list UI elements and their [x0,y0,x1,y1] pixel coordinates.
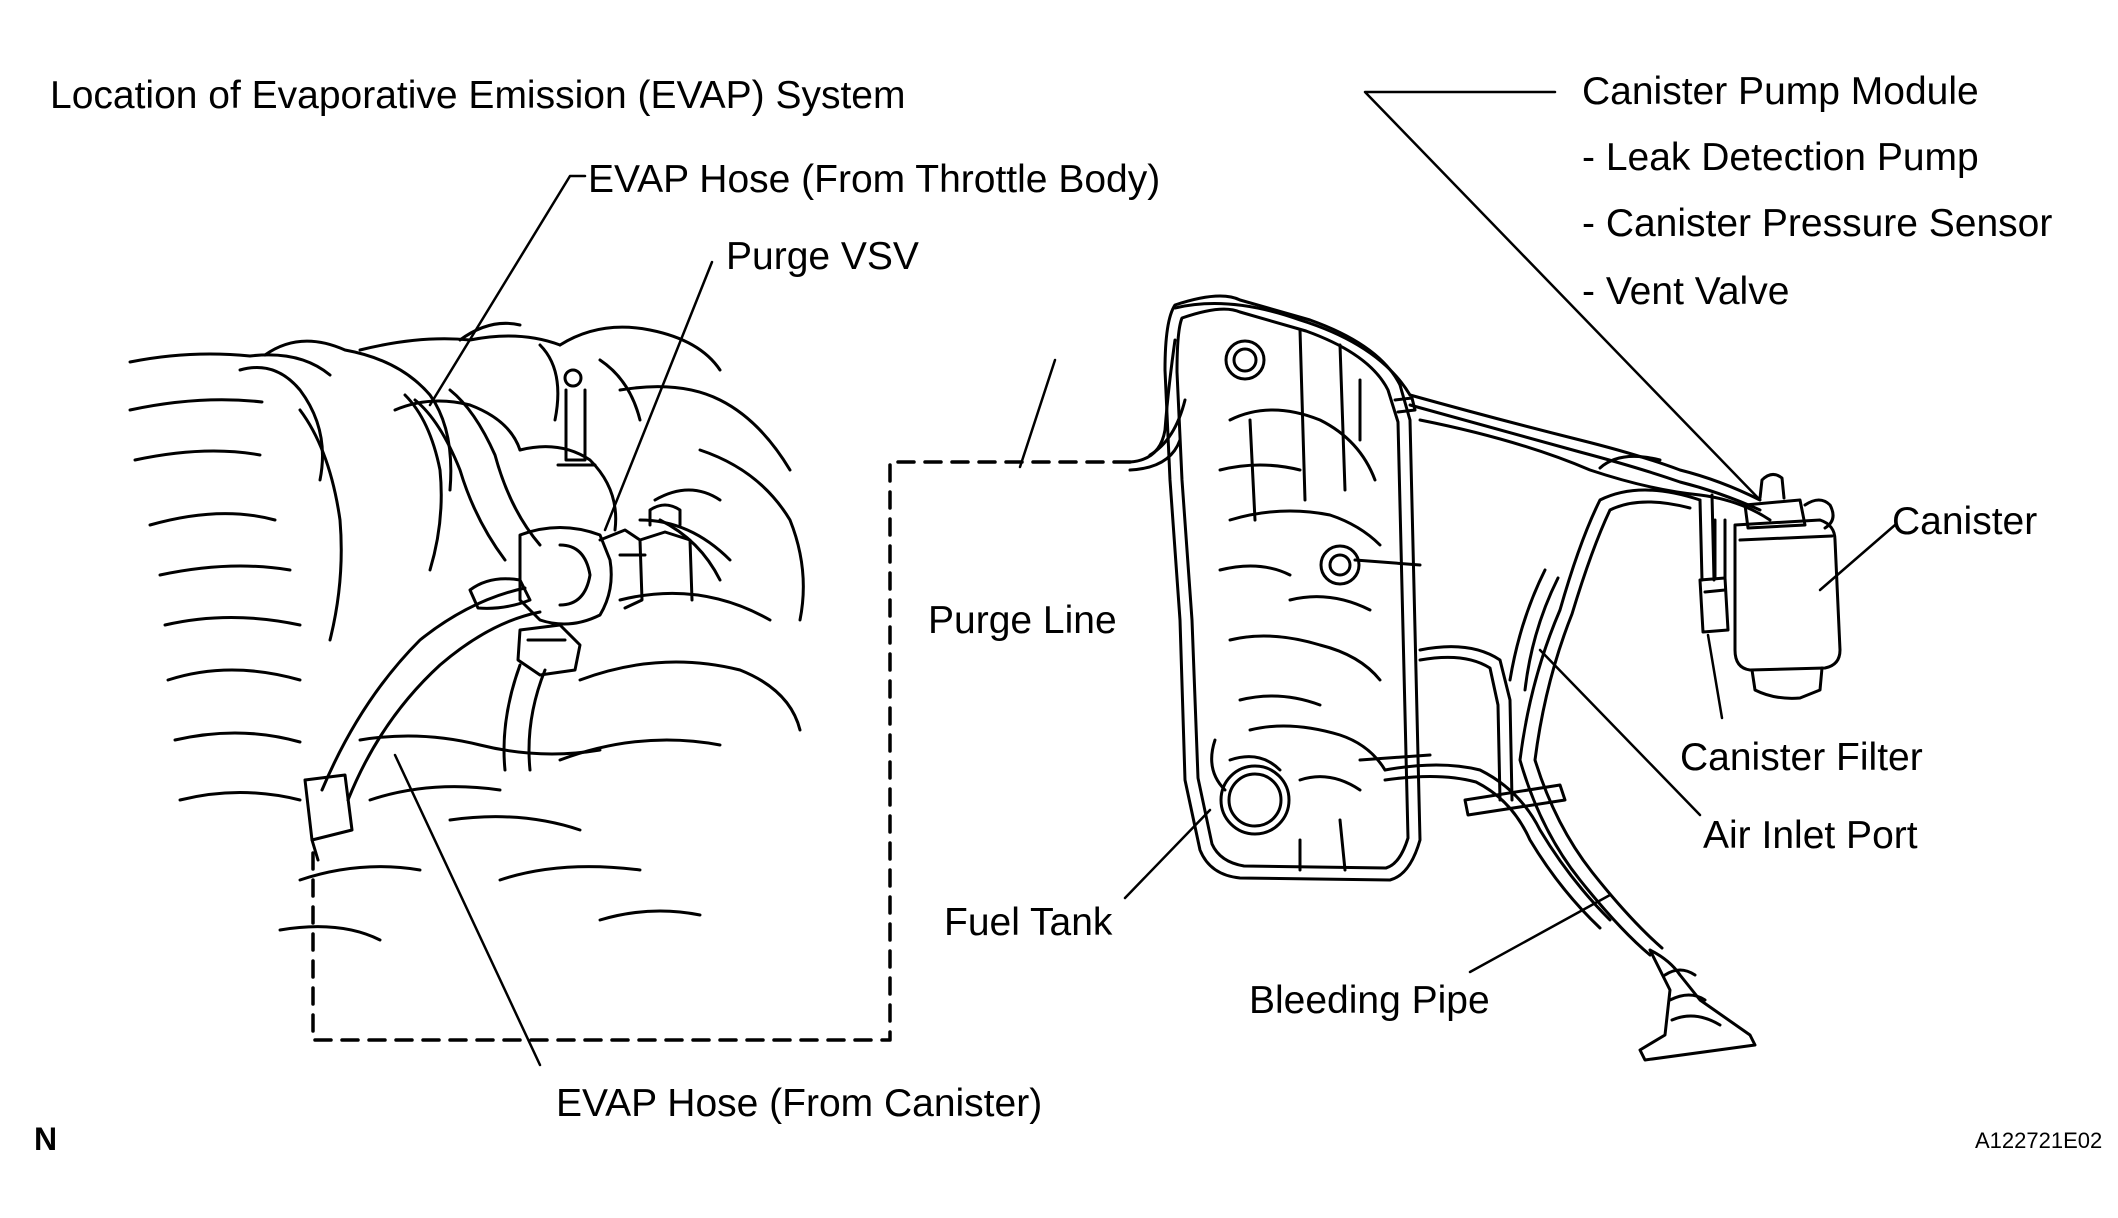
label-bleeding-pipe: Bleeding Pipe [1249,979,1490,1022]
label-canister: Canister [1892,500,2038,543]
label-canister-pressure-sensor: - Canister Pressure Sensor [1582,202,2053,245]
label-purge-vsv: Purge VSV [726,235,919,278]
north-mark: N [34,1121,58,1157]
label-evap-hose-canister: EVAP Hose (From Canister) [556,1082,1043,1125]
label-canister-pump-module: Canister Pump Module [1582,70,1979,113]
diagram-title: Location of Evaporative Emission (EVAP) … [50,74,906,117]
label-vent-valve: - Vent Valve [1582,270,1790,313]
figure-code: A122721E02 [1975,1128,2103,1153]
fuel-lines [1128,302,1772,1062]
label-purge-line: Purge Line [928,599,1117,642]
label-air-inlet-port: Air Inlet Port [1703,814,1918,857]
label-leak-detection-pump: - Leak Detection Pump [1582,136,1979,179]
label-canister-filter: Canister Filter [1680,736,1923,779]
label-fuel-tank: Fuel Tank [944,901,1113,944]
fuel-tank-drawing [1163,294,1432,882]
canister-drawing [1698,473,1842,700]
purge-line-dashed-route [311,460,1132,1042]
leader-lines [393,90,1897,1067]
engine-bay-drawing [128,321,805,942]
label-evap-hose-throttle: EVAP Hose (From Throttle Body) [588,158,1161,201]
